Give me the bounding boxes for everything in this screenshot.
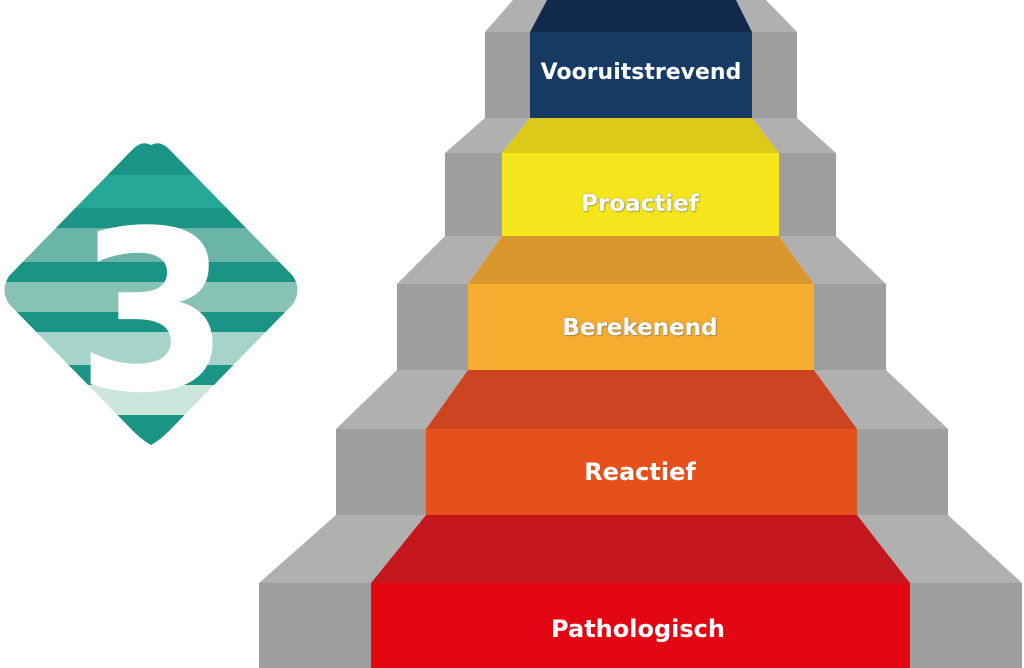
striped-diamond-icon bbox=[4, 143, 298, 445]
step-4-carpet-riser bbox=[426, 429, 857, 515]
step-1-carpet-tread bbox=[530, 0, 752, 32]
step-proactief bbox=[445, 118, 836, 236]
step-3-right-tread bbox=[779, 236, 886, 284]
step-3-left-riser bbox=[397, 284, 468, 370]
step-1-right-riser bbox=[752, 32, 797, 118]
step-4-left-riser bbox=[336, 429, 426, 515]
step-4-carpet-tread bbox=[426, 370, 857, 429]
step-1-right-tread bbox=[736, 0, 797, 32]
step-5-left-tread bbox=[259, 515, 426, 583]
step-4-right-riser bbox=[857, 429, 948, 515]
step-2-right-tread bbox=[752, 118, 836, 153]
step-reactief bbox=[336, 370, 948, 515]
step-vooruitstrevend bbox=[485, 0, 797, 118]
step-3-left-tread bbox=[397, 236, 502, 284]
step-number-badge: 3 bbox=[0, 140, 304, 450]
step-2-left-tread bbox=[445, 118, 530, 153]
step-4-left-tread bbox=[336, 370, 468, 429]
step-3-carpet-tread bbox=[468, 236, 814, 284]
step-label-pathologisch: Pathologisch bbox=[551, 615, 725, 643]
step-5-left-riser bbox=[259, 583, 371, 668]
step-pathologisch bbox=[259, 515, 1022, 668]
step-5-right-tread bbox=[857, 515, 1022, 583]
step-berekenend bbox=[397, 236, 886, 370]
step-label-reactief: Reactief bbox=[584, 458, 696, 486]
step-4-right-tread bbox=[814, 370, 948, 429]
step-2-left-riser bbox=[445, 153, 502, 236]
step-3-right-riser bbox=[814, 284, 886, 370]
step-2-carpet-tread bbox=[502, 118, 779, 153]
badge-number: 3 bbox=[75, 184, 230, 442]
step-label-proactief: Proactief bbox=[581, 191, 699, 217]
step-1-carpet-riser bbox=[530, 32, 752, 118]
step-2-right-riser bbox=[779, 153, 836, 236]
step-2-carpet-riser bbox=[502, 153, 779, 236]
step-3-carpet-riser bbox=[468, 284, 814, 370]
step-label-vooruitstrevend: Vooruitstrevend bbox=[540, 60, 742, 85]
step-1-left-riser bbox=[485, 32, 530, 118]
step-5-right-riser bbox=[910, 583, 1022, 668]
step-5-carpet-tread bbox=[371, 515, 910, 583]
step-1-left-tread bbox=[485, 0, 547, 32]
step-label-berekenend: Berekenend bbox=[562, 315, 718, 341]
step-5-carpet-riser bbox=[371, 583, 910, 668]
